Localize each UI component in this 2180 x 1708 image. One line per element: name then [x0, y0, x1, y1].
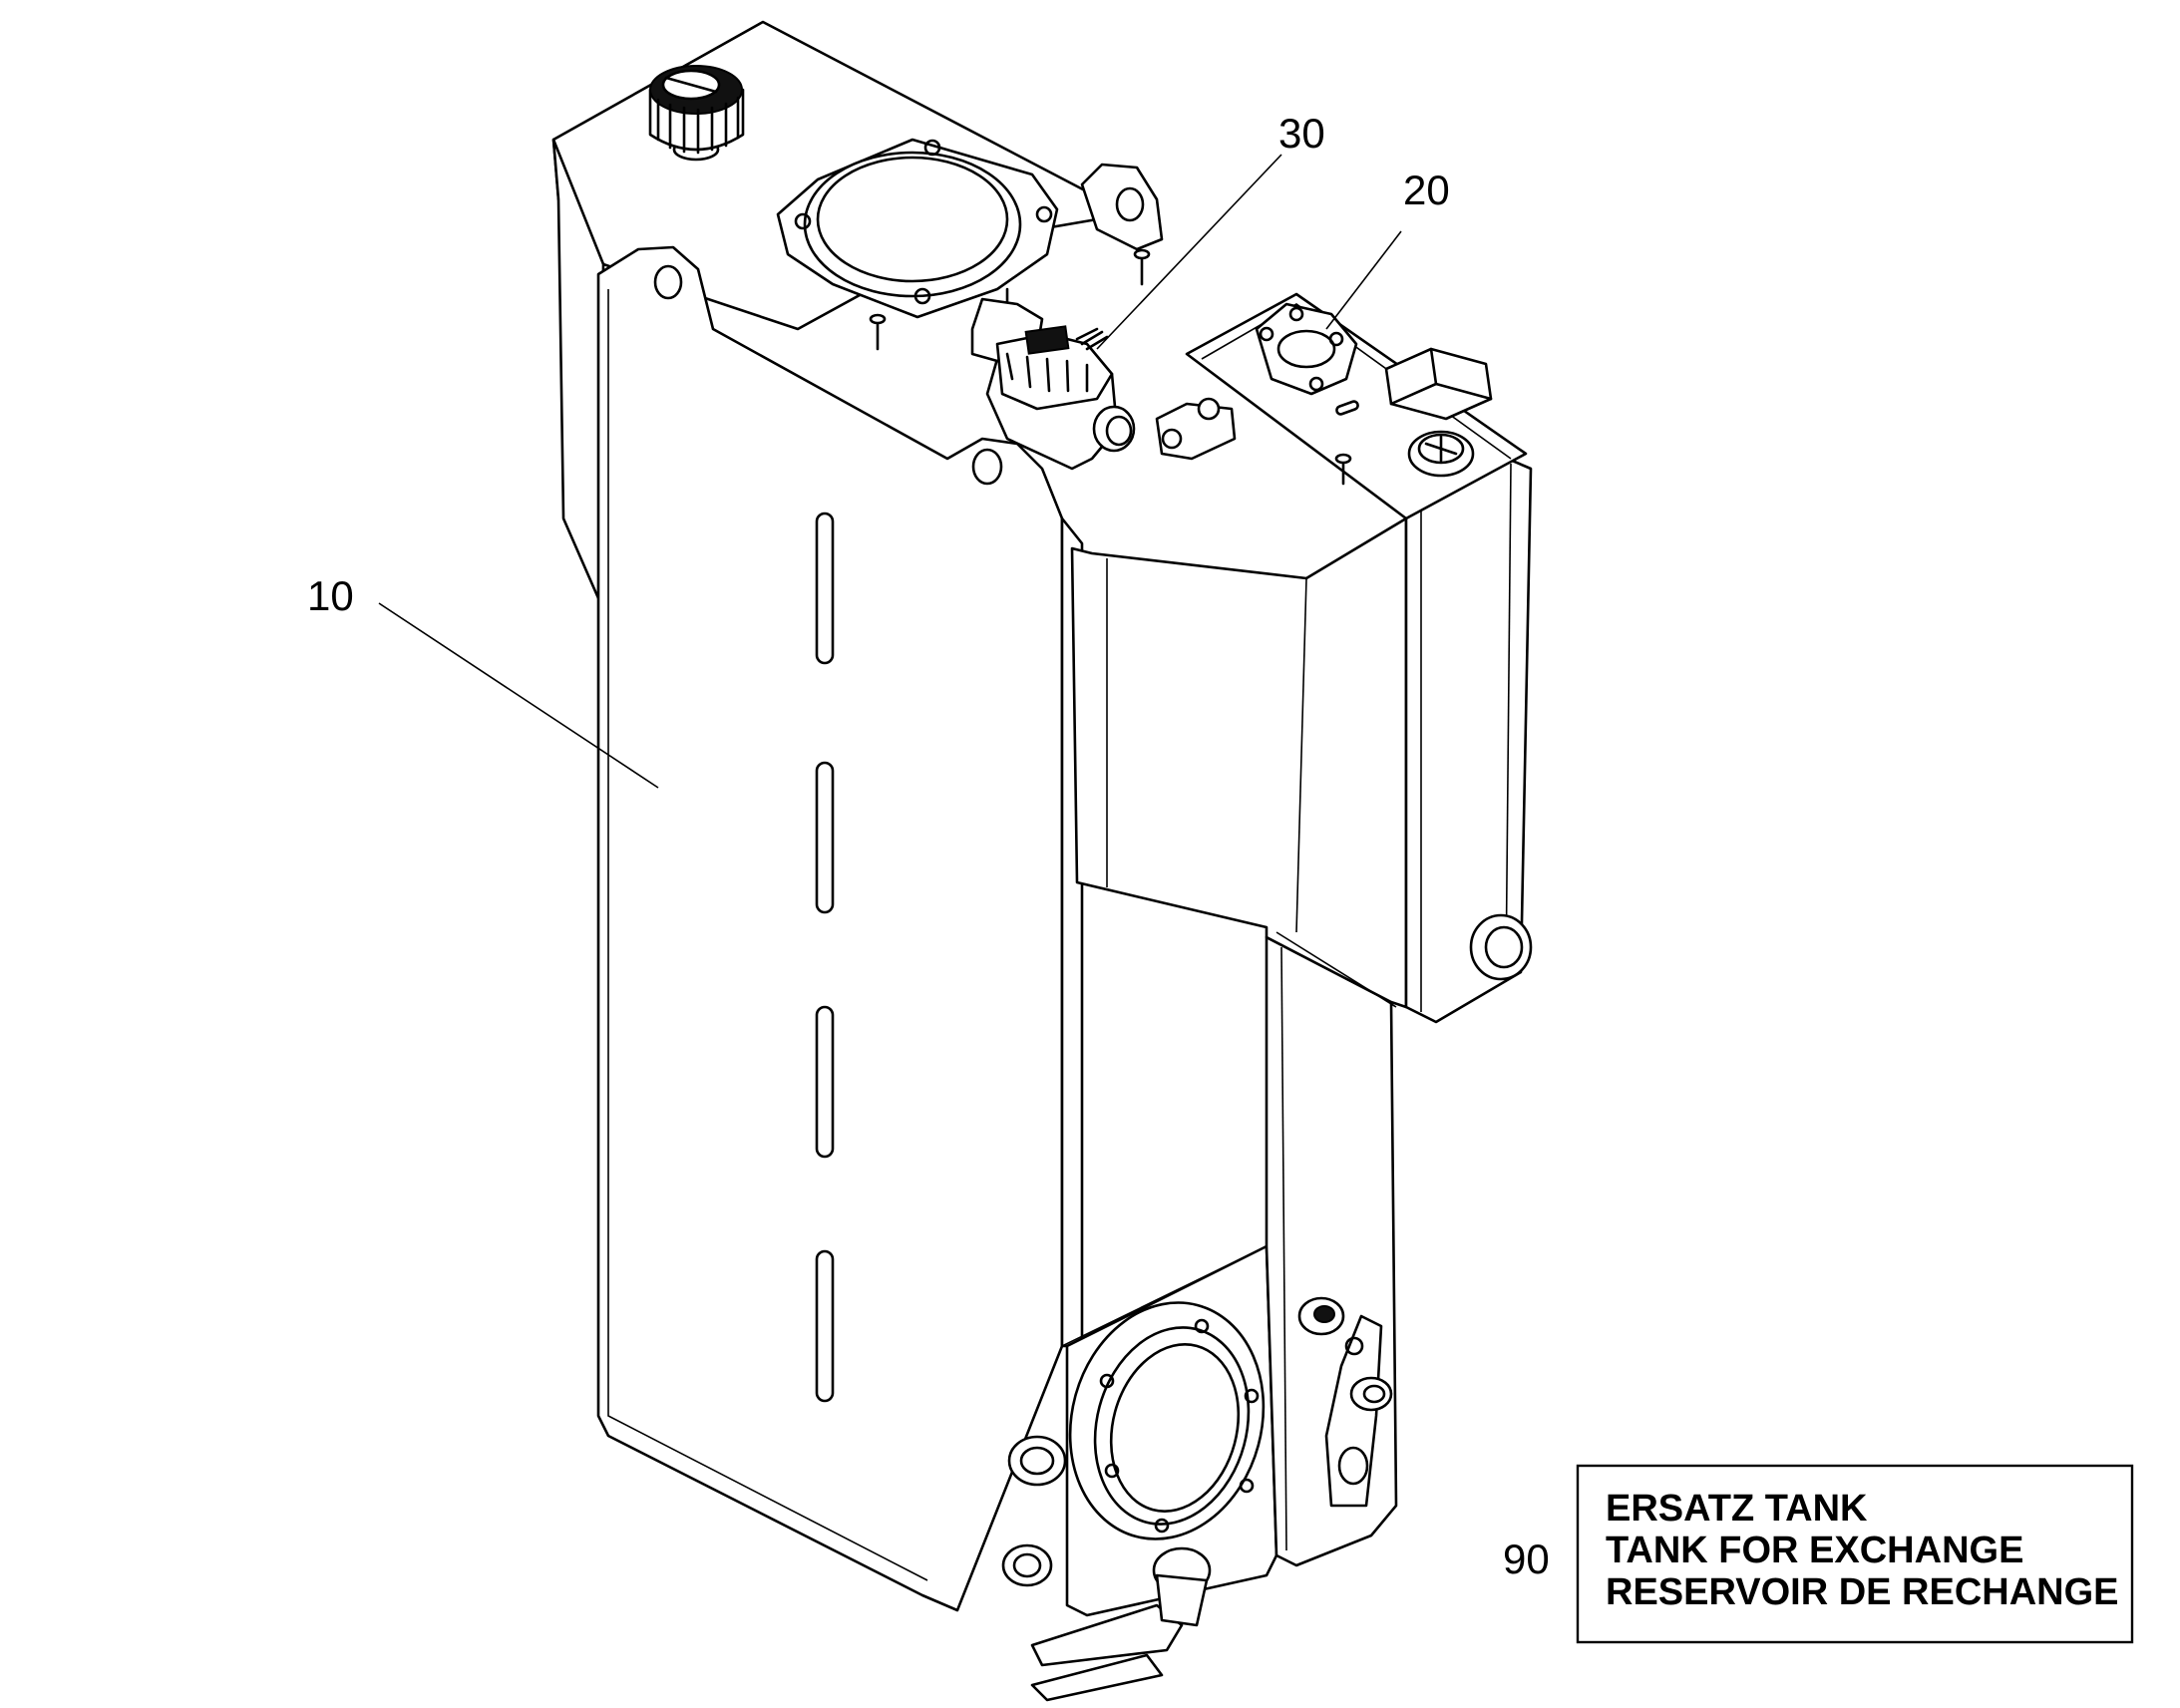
callout-30: 30 [1278, 110, 1325, 157]
vent-slots [815, 512, 835, 1403]
bottom-flange [1068, 1301, 1266, 1540]
drain-plugs [1001, 1435, 1212, 1702]
top-flange [776, 138, 1059, 319]
callout-20: 20 [1403, 167, 1450, 213]
label-line-3: RESERVOIR DE RECHANGE [1606, 1571, 2119, 1613]
callout-10: 10 [307, 572, 354, 619]
small-flange [1255, 302, 1359, 416]
label-line-1: ERSATZ TANK [1606, 1488, 1868, 1530]
filler-cap [648, 65, 745, 162]
connector-box [1384, 347, 1493, 478]
sender-unit [970, 297, 1237, 471]
label-line-2: TANK FOR EXCHANGE [1606, 1530, 2023, 1571]
column-fittings [1297, 913, 1533, 1508]
callout-90: 90 [1503, 1536, 1550, 1582]
leader-lines [378, 154, 1402, 789]
replacement-label-box: ERSATZ TANK TANK FOR EXCHANGE RESERVOIR … [1576, 1464, 2134, 1644]
tank-body [551, 20, 1533, 1617]
lifting-lugs [653, 163, 1164, 486]
